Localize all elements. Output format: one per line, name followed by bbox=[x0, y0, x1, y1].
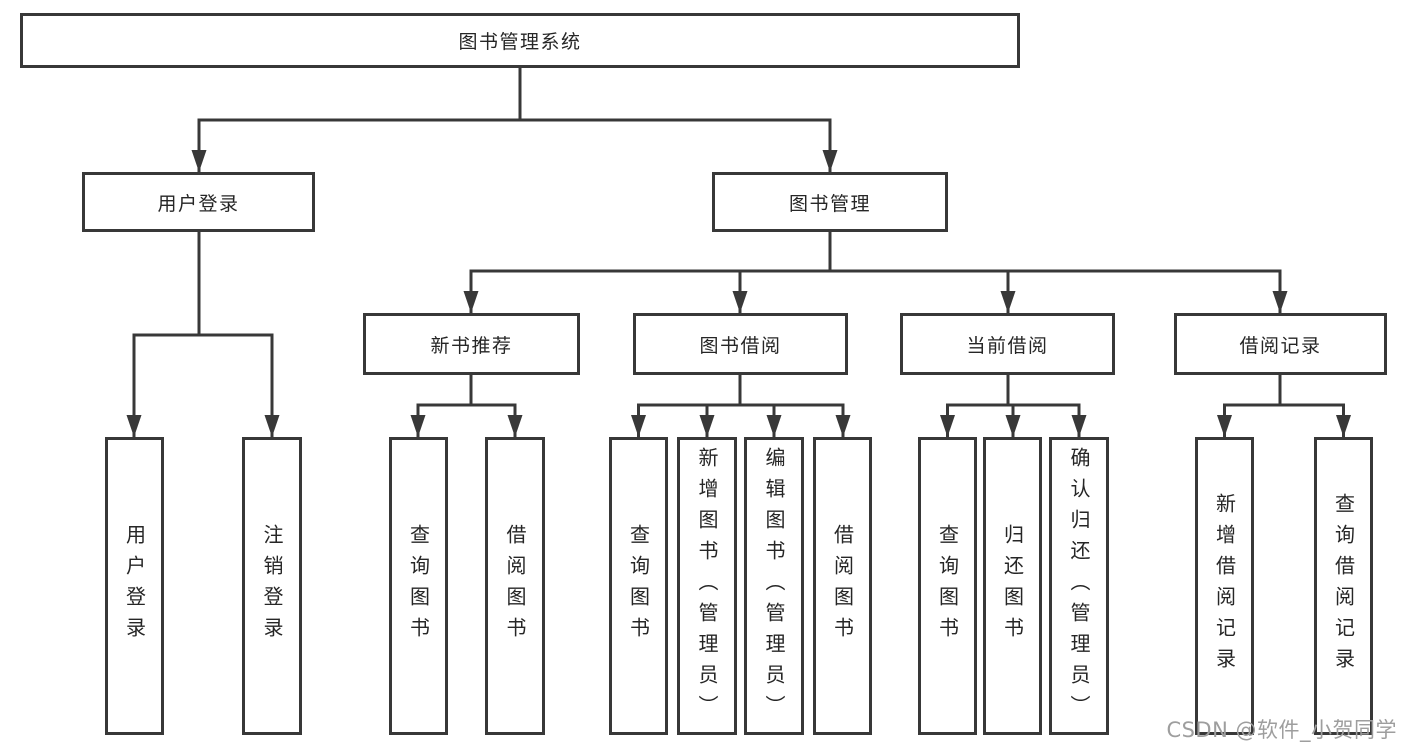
leaf-query-books-current: 查询图书 bbox=[918, 437, 977, 735]
connector-book-borrow-children bbox=[631, 375, 851, 437]
leaf-return-books: 归还图书 bbox=[983, 437, 1042, 735]
node-label: 注销登录 bbox=[260, 524, 284, 648]
leaf-confirm-return-admin: 确认归还（管理员） bbox=[1049, 437, 1109, 735]
leaf-query-books-borrowing: 查询图书 bbox=[609, 437, 668, 735]
node-label: 编辑图书（管理员） bbox=[762, 446, 786, 726]
node-label: 用户登录 bbox=[122, 524, 147, 648]
leaf-add-books-admin: 新增图书（管理员） bbox=[677, 437, 737, 735]
connector-book-mgmt-children bbox=[463, 232, 1288, 313]
connector-root-to-level2 bbox=[191, 68, 838, 172]
leaf-logout: 注销登录 bbox=[242, 437, 302, 735]
node-new-book-recommend: 新书推荐 bbox=[363, 313, 580, 375]
node-label: 新增借阅记录 bbox=[1212, 493, 1237, 679]
node-book-management: 图书管理 bbox=[712, 172, 948, 232]
node-label: 用户登录 bbox=[157, 192, 240, 215]
leaf-edit-books-admin: 编辑图书（管理员） bbox=[744, 437, 804, 735]
leaf-user-login: 用户登录 bbox=[105, 437, 164, 735]
node-label: 借阅图书 bbox=[830, 524, 855, 648]
leaf-query-borrow-record: 查询借阅记录 bbox=[1314, 437, 1373, 735]
leaf-add-borrow-record: 新增借阅记录 bbox=[1195, 437, 1254, 735]
node-label: 查询借阅记录 bbox=[1331, 493, 1356, 679]
node-label: 图书管理 bbox=[788, 192, 871, 215]
node-label: 当前借阅 bbox=[966, 334, 1049, 357]
node-current-borrowing: 当前借阅 bbox=[900, 313, 1115, 375]
node-borrow-records: 借阅记录 bbox=[1174, 313, 1387, 375]
connector-new-book-children bbox=[410, 375, 523, 437]
node-label: 新增图书（管理员） bbox=[695, 446, 719, 726]
node-label: 查询图书 bbox=[626, 524, 651, 648]
leaf-borrow-books-recommend: 借阅图书 bbox=[485, 437, 545, 735]
connector-current-borrow-children bbox=[940, 375, 1087, 437]
node-label: 图书借阅 bbox=[699, 334, 782, 357]
node-label: 图书管理系统 bbox=[458, 31, 582, 53]
leaf-query-books-recommend: 查询图书 bbox=[389, 437, 448, 735]
node-user-login: 用户登录 bbox=[82, 172, 315, 232]
connector-user-login-children bbox=[126, 232, 280, 437]
node-label: 归还图书 bbox=[1000, 524, 1025, 648]
node-book-borrowing: 图书借阅 bbox=[633, 313, 848, 375]
node-label: 查询图书 bbox=[406, 524, 431, 648]
node-label: 确认归还（管理员） bbox=[1067, 446, 1091, 726]
connector-borrow-record-children bbox=[1217, 375, 1351, 437]
node-label: 借阅记录 bbox=[1239, 334, 1322, 357]
node-label: 借阅图书 bbox=[503, 524, 527, 648]
csdn-watermark: CSDN @软件_小贺同学 bbox=[1166, 718, 1397, 742]
node-label: 新书推荐 bbox=[430, 334, 513, 357]
node-label: 查询图书 bbox=[935, 524, 960, 648]
node-library-system: 图书管理系统 bbox=[20, 13, 1020, 68]
leaf-borrow-books: 借阅图书 bbox=[813, 437, 872, 735]
